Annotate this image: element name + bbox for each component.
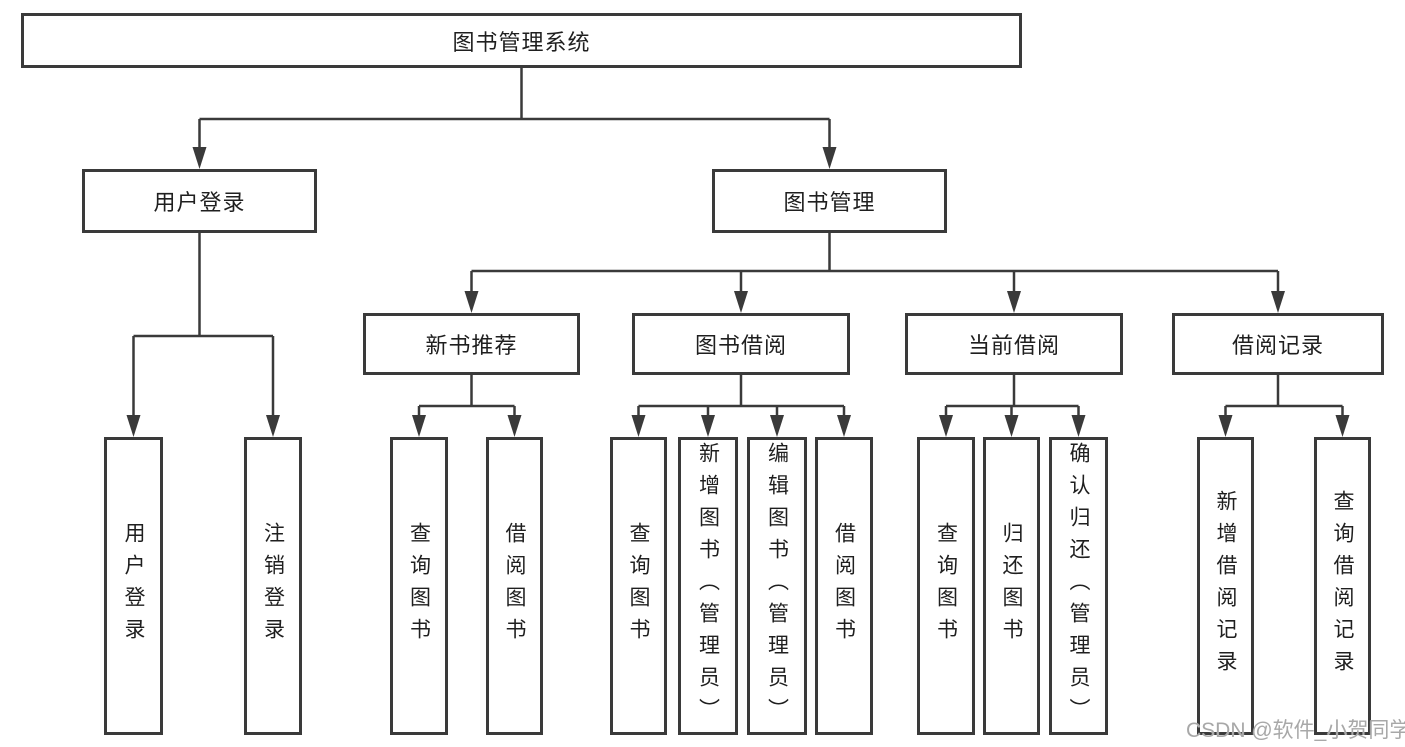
node-borrow-records: 借阅记录: [1172, 313, 1384, 375]
node-book-management-label: 图书管理: [783, 190, 876, 215]
leaf-user-login-label: 用户登录: [122, 522, 145, 650]
node-user-login: 用户登录: [82, 169, 317, 233]
leaf-return-book-label: 归还图书: [1000, 522, 1023, 650]
node-borrow-records-label: 借阅记录: [1231, 333, 1324, 358]
leaf-logout-label: 注销登录: [261, 522, 285, 650]
leaf-confirm-return-admin: 确认归还（管理员）: [1049, 437, 1108, 735]
node-book-borrow: 图书借阅: [632, 313, 850, 375]
leaf-return-book: 归还图书: [983, 437, 1040, 735]
leaf-query-book-recommend: 查询图书: [390, 437, 448, 735]
leaf-borrow-book-recommend-label: 借阅图书: [503, 522, 526, 650]
leaf-confirm-return-admin-label: 确认归还（管理员）: [1067, 442, 1090, 730]
leaf-user-login: 用户登录: [104, 437, 163, 735]
node-root-label: 图书管理系统: [452, 29, 591, 55]
leaf-query-book-borrow: 查询图书: [610, 437, 667, 735]
leaf-borrow-book-label: 借阅图书: [832, 522, 856, 650]
leaf-query-book-recommend-label: 查询图书: [407, 522, 431, 650]
node-book-borrow-label: 图书借阅: [694, 333, 787, 358]
node-current-borrow-label: 当前借阅: [967, 333, 1060, 358]
node-user-login-label: 用户登录: [153, 190, 246, 215]
node-current-borrow: 当前借阅: [905, 313, 1123, 375]
leaf-query-book-current: 查询图书: [917, 437, 975, 735]
leaf-add-book-admin: 新增图书（管理员）: [678, 437, 738, 735]
leaf-edit-book-admin-label: 编辑图书（管理员）: [765, 442, 789, 730]
leaf-add-borrow-record-label: 新增借阅记录: [1214, 490, 1237, 682]
leaf-add-book-admin-label: 新增图书（管理员）: [696, 442, 720, 730]
node-book-management: 图书管理: [712, 169, 947, 233]
node-root: 图书管理系统: [21, 13, 1022, 68]
leaf-query-borrow-record-label: 查询借阅记录: [1331, 490, 1354, 682]
leaf-query-book-borrow-label: 查询图书: [627, 522, 650, 650]
csdn-watermark: CSDN @软件_小贺同学: [1186, 719, 1405, 742]
leaf-borrow-book-recommend: 借阅图书: [486, 437, 543, 735]
leaf-query-borrow-record: 查询借阅记录: [1314, 437, 1371, 735]
leaf-edit-book-admin: 编辑图书（管理员）: [747, 437, 807, 735]
leaf-add-borrow-record: 新增借阅记录: [1197, 437, 1254, 735]
leaf-query-book-current-label: 查询图书: [934, 522, 958, 650]
leaf-logout: 注销登录: [244, 437, 302, 735]
leaf-borrow-book: 借阅图书: [815, 437, 873, 735]
node-new-book-recommend-label: 新书推荐: [425, 333, 518, 358]
node-new-book-recommend: 新书推荐: [363, 313, 580, 375]
